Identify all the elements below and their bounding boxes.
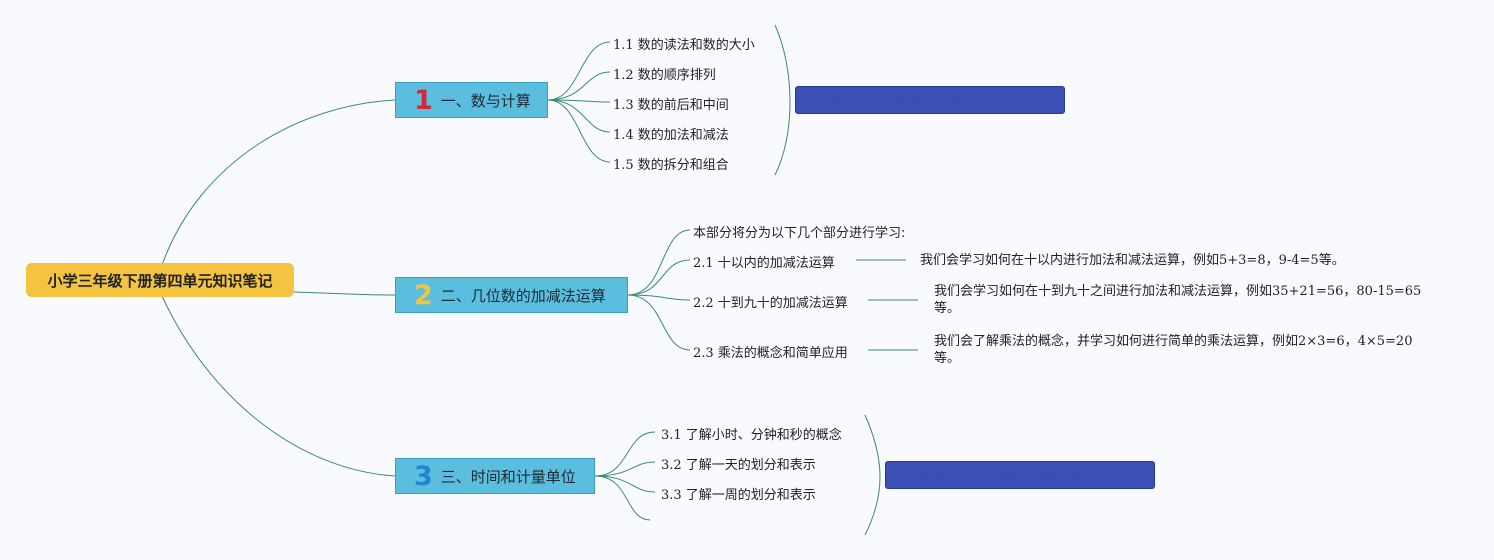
- connector-root-b2: [293, 291, 396, 296]
- branch-node-3[interactable]: 3 三、时间和计量单位: [395, 458, 595, 494]
- leaf-node-2-3[interactable]: 2.3 乘法的概念和简单应用: [693, 346, 848, 361]
- summary-node-1[interactable]: 本部分内容，我们将学习以下知识点: [795, 86, 1065, 114]
- branch-node-1[interactable]: 1 一、数与计算: [395, 82, 548, 118]
- leaf-node-1-1[interactable]: 1.1 数的读法和数的大小: [613, 38, 755, 53]
- connector-root-b1: [161, 99, 396, 266]
- leaf-node-1-5[interactable]: 1.5 数的拆分和组合: [613, 158, 729, 173]
- leaf-node-2-intro[interactable]: 本部分将分为以下几个部分进行学习:: [693, 226, 906, 241]
- leaf-node-3-1[interactable]: 3.1 了解小时、分钟和秒的概念: [661, 428, 842, 443]
- number-one-icon: 1: [414, 84, 433, 116]
- leaf-node-3-2[interactable]: 3.2 了解一天的划分和表示: [661, 458, 816, 473]
- branch-label: 一、数与计算: [440, 91, 531, 110]
- summary-brace-1: [774, 24, 791, 176]
- root-node[interactable]: 小学三年级下册第四单元知识笔记: [26, 263, 294, 297]
- leaf-node-1-2[interactable]: 1.2 数的顺序排列: [613, 68, 716, 83]
- leaf-node-3-3[interactable]: 3.3 了解一周的划分和表示: [661, 488, 816, 503]
- branch-label: 二、几位数的加减法运算: [440, 286, 606, 305]
- summary-label: 本部分内容，我们将学习以下知识点: [810, 94, 1019, 110]
- branch-node-2[interactable]: 2 二、几位数的加减法运算: [395, 277, 628, 313]
- leaf-node-2-2[interactable]: 2.2 十到九十的加减法运算: [693, 296, 848, 311]
- number-two-icon: 2: [414, 279, 433, 311]
- summary-node-3[interactable]: 本部分内容，我们将学习以下知识点: [885, 461, 1155, 489]
- summary-label: 本部分内容，我们将学习以下知识点: [900, 469, 1109, 485]
- leaf-node-1-4[interactable]: 1.4 数的加法和减法: [613, 128, 729, 143]
- summary-brace-3: [864, 414, 881, 536]
- root-title: 小学三年级下册第四单元知识笔记: [47, 271, 273, 290]
- leaf-node-1-3[interactable]: 1.3 数的前后和中间: [613, 98, 729, 113]
- branch-label: 三、时间和计量单位: [440, 467, 576, 486]
- detail-node-2-3[interactable]: 我们会了解乘法的概念，并学习如何进行简单的乘法运算，例如2×3=6，4×5=20…: [934, 334, 1413, 366]
- leaf-node-2-1[interactable]: 2.1 十以内的加减法运算: [693, 256, 835, 271]
- detail-node-2-2[interactable]: 我们会学习如何在十到九十之间进行加法和减法运算，例如35+21=56，80-15…: [934, 284, 1422, 316]
- connector-root-b3: [161, 295, 396, 477]
- detail-node-2-1[interactable]: 我们会学习如何在十以内进行加法和减法运算，例如5+3=8，9-4=5等。: [920, 253, 1345, 268]
- number-three-icon: 3: [414, 460, 433, 492]
